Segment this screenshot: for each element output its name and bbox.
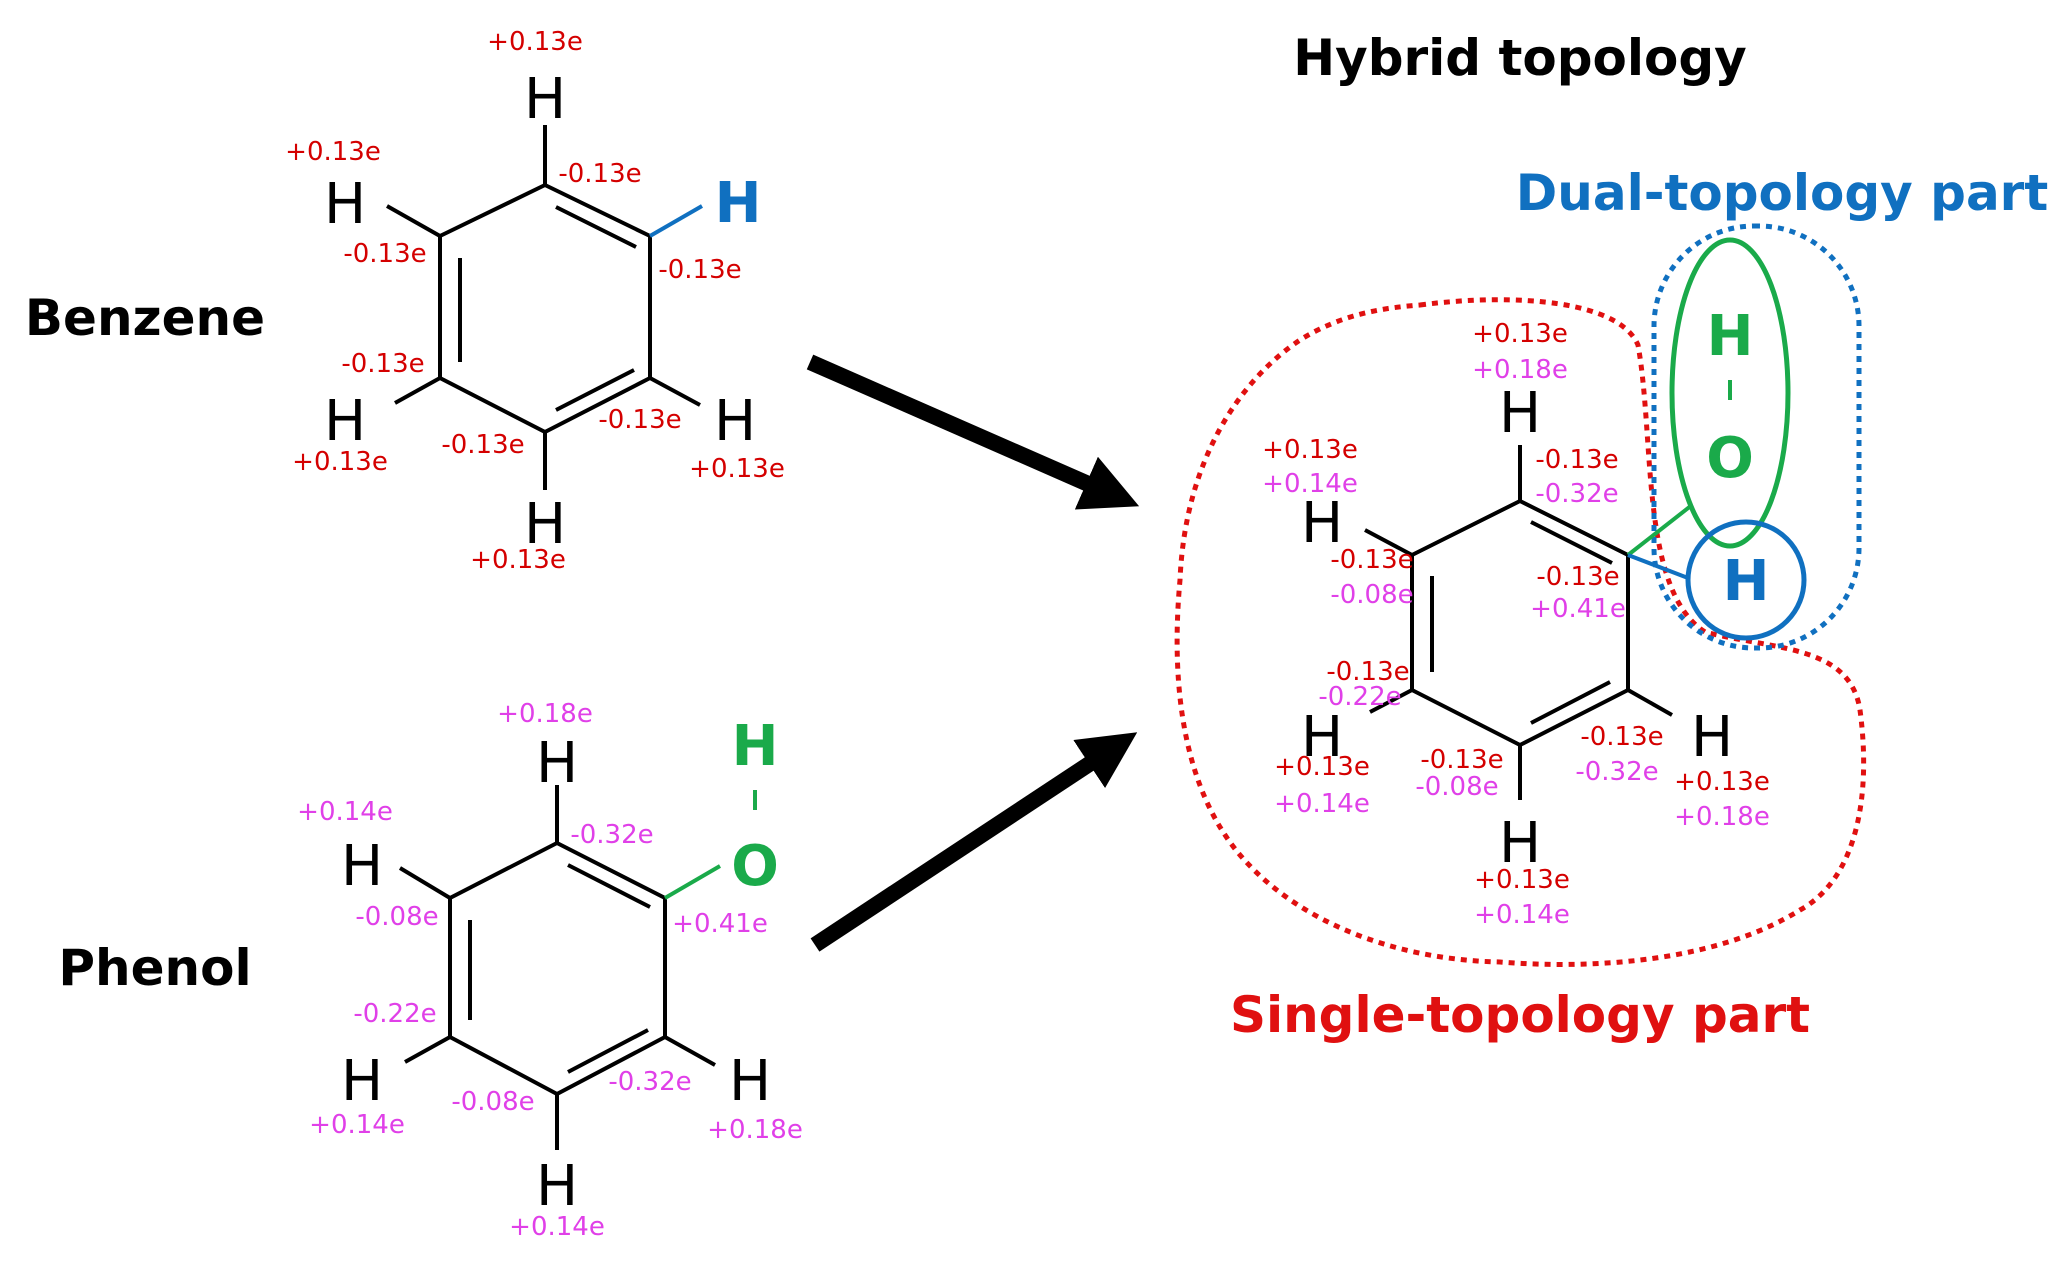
- benzene-label: Benzene: [25, 289, 265, 347]
- hybrid-charge-c-ul-b: -0.08e: [1330, 580, 1413, 610]
- phenol-charge-h-bot: +0.14e: [509, 1212, 605, 1242]
- phenol-charge-c-bot: -0.08e: [451, 1087, 534, 1117]
- hybrid-charge-c-bot-a: -0.13e: [1420, 745, 1503, 775]
- benzene-h-lower-right: H: [714, 389, 756, 454]
- hybrid-o: O: [1706, 426, 1754, 491]
- phenol-h-bottom: H: [536, 1154, 578, 1219]
- benzene-charge-h-top: +0.13e: [487, 27, 583, 57]
- hybrid-charge-h-bot-b: +0.14e: [1474, 900, 1570, 930]
- benzene-charge-h-ul: +0.13e: [285, 137, 381, 167]
- hybrid-charge-c-top-a: -0.13e: [1535, 445, 1618, 475]
- phenol-charge-c-ll: -0.22e: [353, 999, 436, 1029]
- benzene-h-upper-left: H: [324, 172, 366, 237]
- hybrid-charge-h-ul-a: +0.13e: [1262, 435, 1358, 465]
- benzene-charge-c-top: -0.13e: [558, 159, 641, 189]
- phenol-charge-h-lr: +0.18e: [707, 1115, 803, 1145]
- hybrid-charge-c-ll-b: -0.22e: [1318, 682, 1401, 712]
- hybrid-h-lower-right: H: [1691, 705, 1733, 770]
- benzene-h-bottom: H: [524, 492, 566, 557]
- hybrid-charge-c-ll-a: -0.13e: [1326, 657, 1409, 687]
- hybrid-charge-h-ll-b: +0.14e: [1274, 789, 1370, 819]
- page-title: Hybrid topology: [1293, 29, 1747, 87]
- benzene-charge-h-bot: +0.13e: [470, 545, 566, 575]
- hybrid-h-lower-left: H: [1301, 705, 1343, 770]
- phenol-charge-h-ll: +0.14e: [309, 1110, 405, 1140]
- hybrid-charge-c-top-b: -0.32e: [1535, 479, 1618, 509]
- dual-topology-outline: [1651, 223, 1862, 651]
- benzene-charge-c-ul: -0.13e: [343, 239, 426, 269]
- benzene-charge-c-lr: -0.13e: [598, 405, 681, 435]
- hybrid-h-top: H: [1499, 381, 1541, 446]
- hybrid-ch-bond: [1627, 553, 1689, 580]
- hybrid-charge-c-ul-a: -0.13e: [1330, 545, 1413, 575]
- hybrid-charge-h-bot-a: +0.13e: [1474, 865, 1570, 895]
- phenol-h-lower-left: H: [341, 1049, 383, 1114]
- phenol-h-top: H: [536, 731, 578, 796]
- hybrid-charge-h-ll-a: +0.13e: [1274, 752, 1370, 782]
- hybrid-co-bond: [1626, 503, 1694, 557]
- hybrid-h-dual: H: [1723, 549, 1770, 614]
- phenol-charge-c-ur: +0.41e: [672, 909, 768, 939]
- hybrid-h-upper-left: H: [1301, 491, 1343, 556]
- benzene-h-lower-left: H: [324, 389, 366, 454]
- benzene-charge-c-ur: -0.13e: [658, 255, 741, 285]
- single-topology-outline: [1174, 297, 1867, 967]
- phenol-charge-h-ul: +0.14e: [297, 797, 393, 827]
- phenol-ring: [398, 785, 716, 1150]
- phenol-h-hydroxyl: H: [732, 714, 779, 779]
- hybrid-ring: [1364, 445, 1673, 800]
- benzene-h-top: H: [524, 67, 566, 132]
- phenol-o: O: [731, 834, 779, 899]
- single-topology-label: Single-topology part: [1230, 986, 1810, 1044]
- phenol-co-bond: [663, 864, 722, 900]
- phenol-charge-c-ul: -0.08e: [355, 902, 438, 932]
- hybrid-h-bottom: H: [1499, 811, 1541, 876]
- benzene-charge-c-ll: -0.13e: [341, 349, 424, 379]
- hybrid-h-hydroxyl: H: [1707, 304, 1754, 369]
- hybrid-charge-c-lr-a: -0.13e: [1580, 722, 1663, 752]
- hydrogen-circle: [1685, 519, 1807, 641]
- benzene-charge-c-bot: -0.13e: [441, 430, 524, 460]
- phenol-label: Phenol: [58, 939, 251, 997]
- dual-topology-label: Dual-topology part: [1516, 164, 2048, 222]
- arrow-phenol-to-hybrid: [810, 732, 1138, 952]
- hydroxyl-group-ellipse: [1669, 237, 1791, 549]
- benzene-h-replaced: H: [715, 171, 762, 236]
- benzene-molecule: Benzene H H H H H H: [25, 27, 785, 575]
- arrow-benzene-to-hybrid: [806, 354, 1140, 510]
- hybrid-charge-h-lr-a: +0.13e: [1674, 767, 1770, 797]
- benzene-charge-h-lr: +0.13e: [689, 454, 785, 484]
- phenol-h-upper-left: H: [341, 834, 383, 899]
- benzene-charge-h-ll: +0.13e: [292, 447, 388, 477]
- phenol-charge-c-top: -0.32e: [570, 820, 653, 850]
- hybrid-charge-h-ul-b: +0.14e: [1262, 469, 1358, 499]
- hybrid-charge-h-lr-b: +0.18e: [1674, 802, 1770, 832]
- hybrid-charge-h-top-a: +0.13e: [1472, 319, 1568, 349]
- phenol-molecule: Phenol H O H H H H H +0.18e +0.14e: [58, 699, 802, 1242]
- hybrid-charge-c-ur-b: +0.41e: [1530, 594, 1626, 624]
- hybrid-charge-c-bot-b: -0.08e: [1415, 772, 1498, 802]
- hybrid-charge-h-top-b: +0.18e: [1472, 355, 1568, 385]
- hybrid-charge-c-ur-a: -0.13e: [1536, 562, 1619, 592]
- hybrid-charge-c-lr-b: -0.32e: [1575, 757, 1658, 787]
- hybrid-molecule: Dual-topology part Single-topology part …: [1174, 164, 2048, 1044]
- benzene-ch-bond-replaced: [649, 204, 703, 238]
- phenol-h-lower-right: H: [729, 1049, 771, 1114]
- phenol-charge-h-top: +0.18e: [497, 699, 593, 729]
- phenol-charge-c-lr: -0.32e: [608, 1067, 691, 1097]
- benzene-ring: [386, 125, 701, 490]
